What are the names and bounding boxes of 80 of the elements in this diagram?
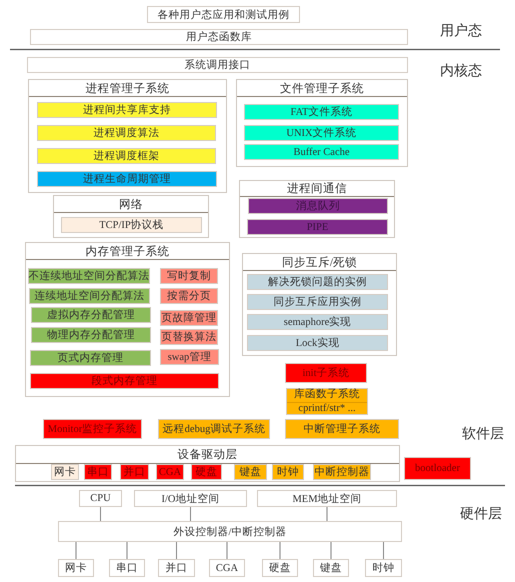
module-box xyxy=(286,388,368,415)
module-box: Lock实现 xyxy=(247,335,388,351)
module-box: Monitor监控子系统 xyxy=(43,419,142,439)
connector-line xyxy=(330,542,332,560)
module-box: 进程调度算法 xyxy=(37,125,216,141)
module-box: 解决死锁问题的实例 xyxy=(247,274,388,290)
module-box: 段式内存管理 xyxy=(30,373,219,389)
module-box: 页故障管理 xyxy=(160,310,218,326)
subsystem-panel xyxy=(242,253,397,356)
subsystem-panel xyxy=(28,79,227,193)
panel-heading: 进程间通信 xyxy=(287,182,347,196)
module-box: 硬盘 xyxy=(262,559,298,577)
connector-line xyxy=(383,542,384,560)
module-box: 串口 xyxy=(109,559,145,577)
module-box: Buffer Cache xyxy=(244,144,399,160)
layer-label: 内核态 xyxy=(440,62,482,80)
panel-heading: 同步互斥/死锁 xyxy=(282,256,358,270)
module-box: 系统调用接口 xyxy=(27,57,408,73)
module-box: 同步互斥应用实例 xyxy=(247,294,388,310)
module-box: 连续地址空间分配算法 xyxy=(29,288,150,304)
connector-line xyxy=(100,506,101,522)
layer-label: 软件层 xyxy=(462,426,504,443)
module-box: CGA xyxy=(156,464,184,480)
module-box: TCP/IP协议栈 xyxy=(61,217,202,233)
module-box: 消息队列 xyxy=(248,198,388,214)
subsystem-panel xyxy=(239,180,395,238)
module-box: 页式内存管理 xyxy=(30,350,151,366)
module-detail: cprintf/str* ... xyxy=(287,402,367,415)
connector-line xyxy=(126,542,128,560)
panel-heading: 网络 xyxy=(119,198,143,212)
module-box: 进程生命周期管理 xyxy=(37,171,217,187)
module-box: 中断管理子系统 xyxy=(285,419,399,439)
module-box: 并口 xyxy=(120,464,149,480)
module-box: I/O地址空间 xyxy=(134,490,247,507)
module-box: 时钟 xyxy=(272,464,304,480)
module-box: FAT文件系统 xyxy=(244,104,399,120)
module-box: PIPE xyxy=(247,219,388,235)
subsystem-panel xyxy=(53,195,209,238)
module-box: CGA xyxy=(209,559,245,577)
layer-label: 用户态 xyxy=(440,22,482,40)
module-box: init子系统 xyxy=(285,363,367,383)
connector-line xyxy=(226,542,228,560)
module-box: 网卡 xyxy=(51,464,79,480)
module-box: 键盘 xyxy=(313,559,349,577)
connector-line xyxy=(176,542,177,560)
panel-heading: 内存管理子系统 xyxy=(86,244,170,258)
module-box: MEM地址空间 xyxy=(257,490,397,507)
module-title: 库函数子系统 xyxy=(293,389,361,402)
module-box: 用户态函数库 xyxy=(30,29,408,45)
module-box: semaphore实现 xyxy=(247,314,388,330)
module-box: 中断控制器 xyxy=(313,464,371,480)
module-box: bootloader xyxy=(404,457,471,480)
panel-heading: 文件管理子系统 xyxy=(280,81,364,96)
module-box: 进程间共享库支持 xyxy=(37,102,217,118)
module-box: 并口 xyxy=(158,559,195,577)
module-box: 串口 xyxy=(84,464,112,480)
connector-line xyxy=(326,506,328,522)
module-box: 页替换算法 xyxy=(160,329,218,345)
module-box: 键盘 xyxy=(234,464,267,480)
module-box: swap管理 xyxy=(160,349,219,365)
module-box: 各种用户态应用和测试用例 xyxy=(147,6,300,23)
module-box: 物理内存分配管理 xyxy=(31,327,151,343)
module-box: 网卡 xyxy=(58,559,94,577)
module-box: 硬盘 xyxy=(191,464,222,480)
subsystem-panel xyxy=(15,445,400,482)
panel-heading: 进程管理子系统 xyxy=(86,81,170,96)
panel-heading: 设备驱动层 xyxy=(178,448,238,462)
module-box: 远程debug调试子系统 xyxy=(158,419,270,439)
module-box: 外设控制器/中断控制器 xyxy=(58,521,402,542)
module-box: 时钟 xyxy=(365,559,402,577)
module-box: UNIX文件系统 xyxy=(244,125,399,141)
module-box: 写时复制 xyxy=(160,268,218,284)
connector-line xyxy=(190,506,191,522)
layer-label: 硬件层 xyxy=(460,506,502,523)
module-box: 虚拟内存分配管理 xyxy=(31,307,151,323)
module-box: 进程调度框架 xyxy=(37,148,216,164)
subsystem-panel xyxy=(236,79,408,167)
subsystem-panel xyxy=(25,242,230,397)
module-box: CPU xyxy=(79,490,122,507)
module-box: 按需分页 xyxy=(160,288,218,304)
